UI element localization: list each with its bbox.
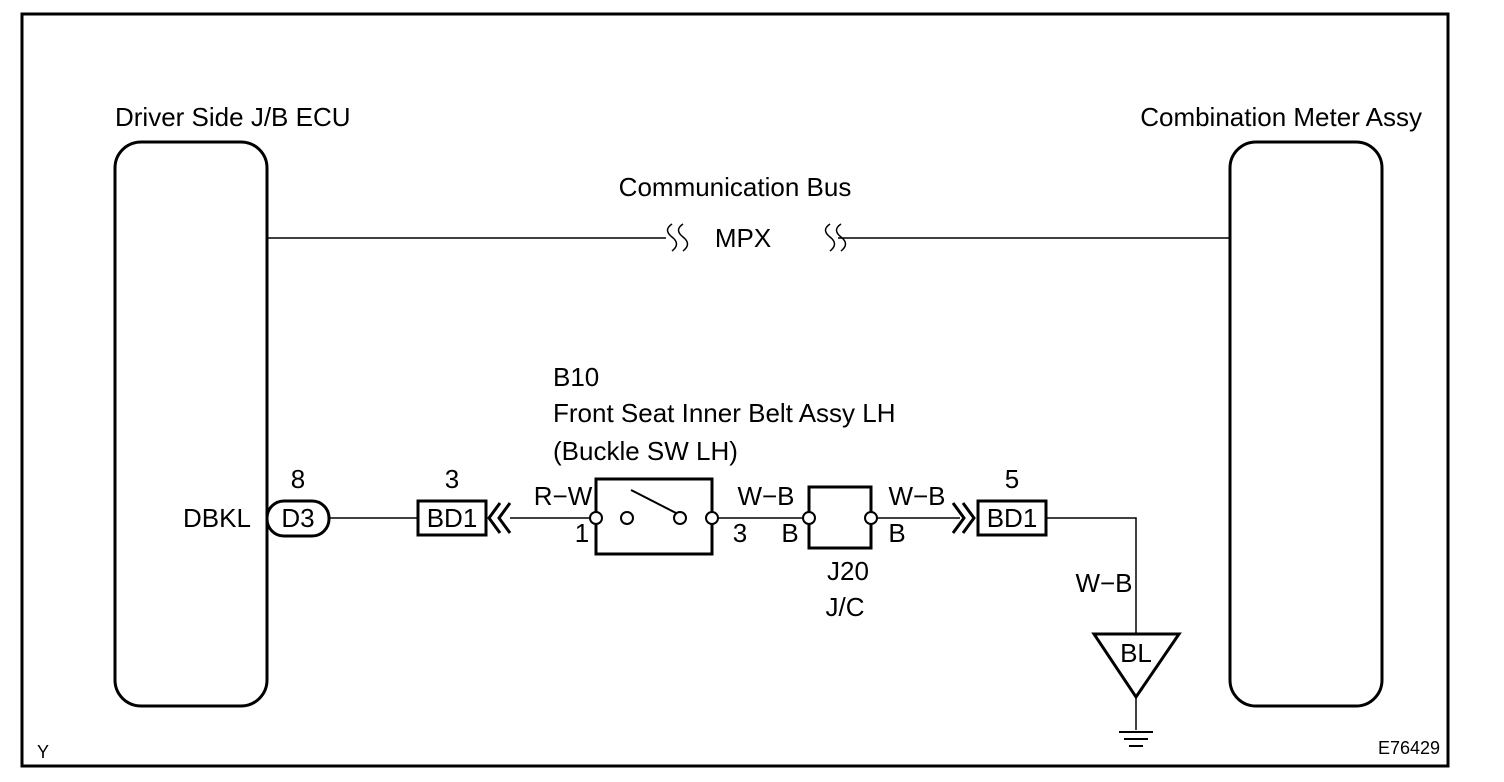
connector-bd1-left-box bbox=[416, 499, 488, 537]
figure-id: E76429 bbox=[1378, 738, 1440, 758]
ecu-right-title: Combination Meter Assy bbox=[1140, 102, 1422, 132]
switch-sub: (Buckle SW LH) bbox=[553, 436, 738, 466]
ecu-right-box bbox=[1228, 140, 1384, 708]
ecu-left-title: Driver Side J/B ECU bbox=[115, 102, 351, 132]
wire-wb-ground bbox=[1046, 517, 1137, 634]
chevron-right-icon bbox=[951, 502, 976, 534]
wire-wb-ground-label: W−B bbox=[1075, 568, 1132, 598]
ecu-left-box bbox=[113, 140, 269, 708]
switch-contact-a bbox=[620, 511, 634, 525]
junction-code: J20 bbox=[827, 556, 869, 586]
wire-wb-1-label: W−B bbox=[737, 481, 794, 511]
chevron-left-icon bbox=[487, 502, 512, 534]
switch-pin-1-dot bbox=[589, 511, 603, 525]
bus-name: MPX bbox=[715, 223, 771, 253]
bus-break-left-icon bbox=[666, 223, 689, 252]
connector-bd1-left-pin: 3 bbox=[445, 464, 459, 494]
connector-bd1-left-label: BD1 bbox=[427, 503, 478, 533]
switch-pin-in: 1 bbox=[575, 518, 589, 548]
junction-pin-right: B bbox=[888, 518, 905, 548]
ground-point-label: BL bbox=[1120, 638, 1152, 668]
junction-pin-right-dot bbox=[864, 511, 878, 525]
wire-rw-label: R−W bbox=[534, 481, 593, 511]
switch-blade bbox=[630, 489, 677, 514]
connector-bd1-right-pin: 5 bbox=[1005, 464, 1019, 494]
switch-contact-b bbox=[673, 511, 687, 525]
bus-break-right-icon bbox=[824, 223, 847, 252]
switch-name: Front Seat Inner Belt Assy LH bbox=[553, 398, 896, 428]
switch-pin-3-dot bbox=[705, 511, 719, 525]
junction-type: J/C bbox=[826, 592, 865, 622]
switch-box bbox=[594, 477, 714, 556]
terminal-name: DBKL bbox=[183, 503, 251, 533]
corner-label: Y bbox=[37, 742, 49, 762]
connector-bd1-right-label: BD1 bbox=[987, 503, 1038, 533]
connector-d3-label: D3 bbox=[281, 503, 314, 533]
wire-wb-2-label: W−B bbox=[888, 481, 945, 511]
switch-code: B10 bbox=[553, 362, 599, 392]
bus-title: Communication Bus bbox=[619, 172, 852, 202]
junction-box bbox=[807, 485, 873, 550]
switch-pin-out: 3 bbox=[733, 518, 747, 548]
junction-pin-left: B bbox=[781, 518, 798, 548]
ground-point-shape bbox=[1091, 632, 1182, 700]
diagram-frame bbox=[20, 12, 1450, 768]
ground-icon bbox=[1119, 731, 1153, 747]
junction-pin-left-dot bbox=[802, 511, 816, 525]
terminal-pin: 8 bbox=[291, 464, 305, 494]
